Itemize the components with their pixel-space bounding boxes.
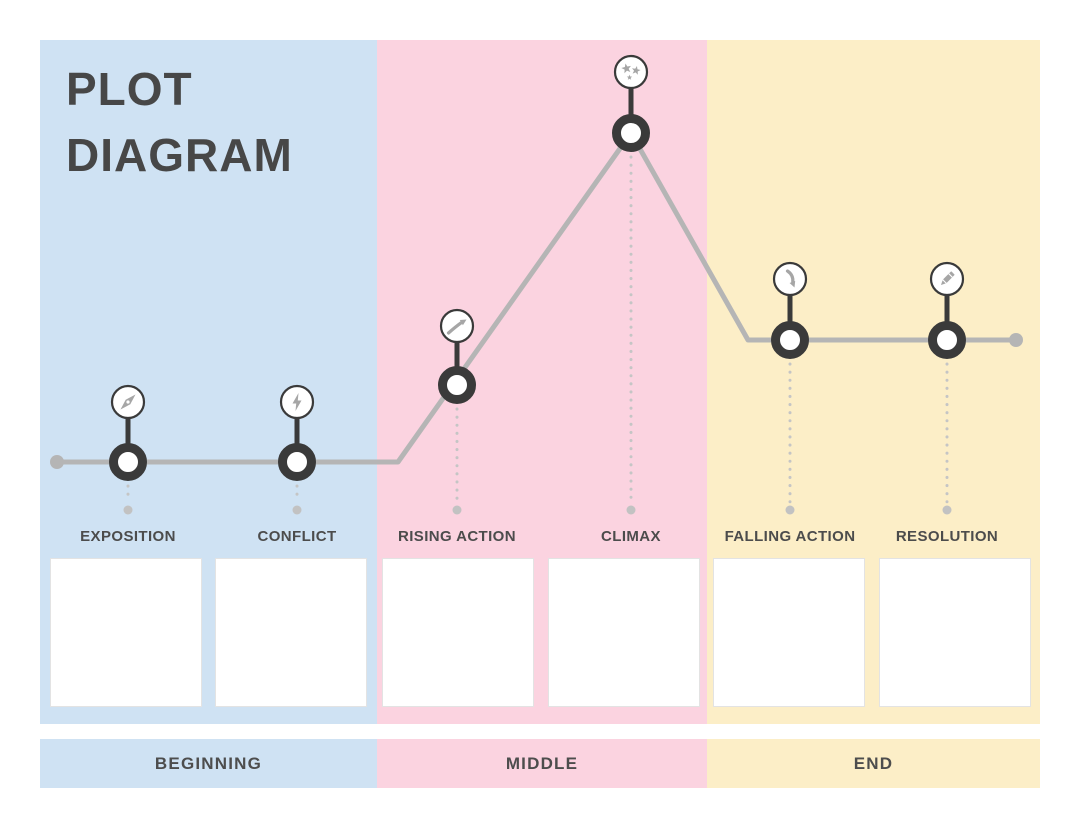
footer-beginning: BEGINNING — [40, 739, 377, 788]
plot-line-diagram — [50, 54, 1023, 515]
icon-badges — [110, 54, 965, 420]
footer-sections: BEGINNING MIDDLE END — [40, 739, 1040, 788]
node-conflict — [278, 443, 316, 481]
node-rising-action — [438, 366, 476, 404]
star — [621, 63, 631, 74]
compass-icon — [110, 384, 146, 420]
drop-dot — [942, 505, 952, 515]
drop-dot — [292, 505, 302, 515]
star-glyphs — [621, 63, 641, 80]
drop-dot — [785, 505, 795, 515]
pencil-tip — [940, 279, 947, 286]
dotted-drop-lines — [126, 155, 949, 504]
drop-line-end-dots — [123, 505, 952, 515]
drop-dot — [452, 505, 462, 515]
label-resolution: RESOLUTION — [895, 528, 999, 545]
star — [626, 74, 633, 80]
node-resolution — [928, 321, 966, 359]
note-box-rising-action[interactable] — [382, 558, 534, 707]
stars-icon — [613, 54, 649, 90]
arrow-up-curve-icon — [439, 308, 475, 344]
note-box-resolution[interactable] — [879, 558, 1031, 707]
label-climax: CLIMAX — [601, 528, 661, 545]
label-falling-action: FALLING ACTION — [724, 528, 856, 545]
note-box-falling-action[interactable] — [713, 558, 865, 707]
footer-middle: MIDDLE — [377, 739, 707, 788]
arrow-head — [789, 280, 796, 288]
pencil-body — [943, 271, 955, 283]
pencil-tip-line — [942, 279, 947, 284]
badge-circle — [613, 54, 649, 90]
label-conflict: CONFLICT — [257, 528, 337, 545]
label-exposition: EXPOSITION — [80, 528, 176, 545]
diagram-panel — [40, 40, 1040, 724]
note-box-climax[interactable] — [548, 558, 700, 707]
pencil-icon — [929, 261, 965, 297]
node-falling-action — [771, 321, 809, 359]
note-box-conflict[interactable] — [215, 558, 367, 707]
plot-line — [57, 130, 1016, 465]
page-title-line2: DIAGRAM — [66, 129, 293, 181]
node-exposition — [109, 443, 147, 481]
plot-line-start-dot — [50, 455, 64, 469]
bolt-glyph — [292, 393, 302, 411]
node-climax — [612, 114, 650, 152]
arrow-curve — [785, 269, 795, 284]
drop-dot — [626, 505, 636, 515]
page-title-line1: PLOT — [66, 63, 193, 115]
badge-circle — [772, 261, 808, 297]
arrow-down-curve-icon — [772, 261, 808, 297]
lightning-bolt-icon — [279, 384, 315, 420]
page-title: PLOT DIAGRAM — [66, 56, 293, 188]
plot-nodes — [109, 114, 966, 481]
arrow-head — [459, 319, 467, 326]
label-rising-action: RISING ACTION — [398, 528, 516, 545]
footer-end: END — [707, 739, 1040, 788]
pencil-glyph — [940, 271, 955, 286]
note-box-exposition[interactable] — [50, 558, 202, 707]
compass-center — [126, 400, 130, 404]
arrow-curve — [446, 321, 463, 335]
pencil-eraser-line — [948, 273, 953, 278]
drop-dot — [123, 505, 133, 515]
plot-line-end-dot — [1009, 333, 1023, 347]
star — [632, 66, 641, 75]
